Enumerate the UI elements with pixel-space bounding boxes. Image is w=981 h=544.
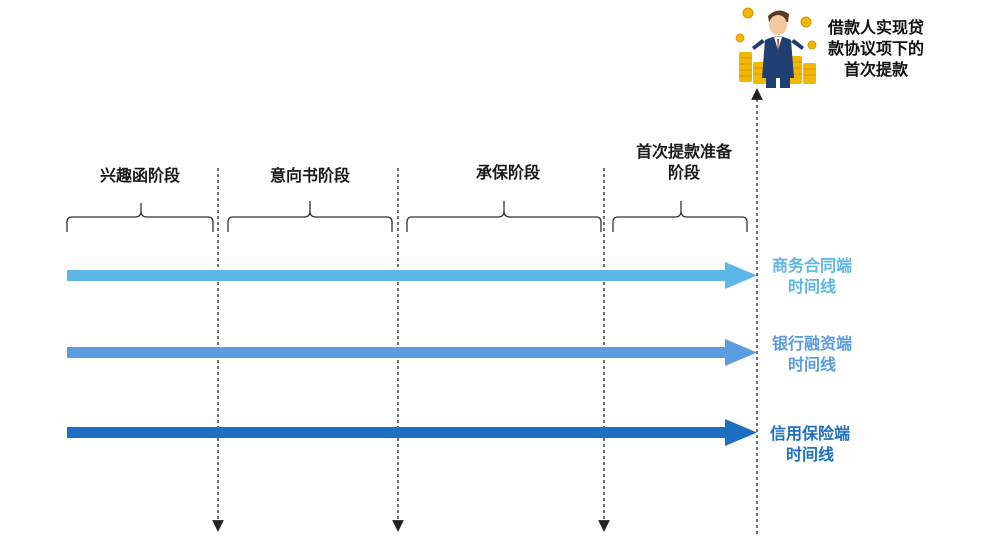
coin-stack-left-icon xyxy=(739,52,766,84)
phase-brace-3 xyxy=(406,201,602,232)
milestone-label-line-1: 借款人实现贷 xyxy=(827,18,924,37)
timeline-label-bank: 银行融资端 时间线 xyxy=(752,333,872,375)
coin-icon xyxy=(742,7,754,19)
timeline-label-text: 时间线 xyxy=(787,277,836,296)
timeline-arrow-bank xyxy=(67,339,757,366)
phase-label-text: 兴趣函阶段 xyxy=(99,166,180,185)
phase-label-interest-letter: 兴趣函阶段 xyxy=(80,165,200,186)
businessman-with-coins-icon xyxy=(735,7,817,88)
timeline-arrow-commercial xyxy=(67,262,757,289)
phase-label-text: 承保阶段 xyxy=(475,163,540,182)
milestone-label-line-2: 款协议项下的 xyxy=(827,39,924,58)
phase-label-text: 阶段 xyxy=(667,163,700,182)
timeline-label-text: 时间线 xyxy=(787,355,836,374)
timeline-label-text: 银行融资端 xyxy=(771,334,852,353)
businessman-figure-icon xyxy=(752,10,804,88)
phase-label-letter-of-intent: 意向书阶段 xyxy=(250,165,370,186)
timeline-label-text: 时间线 xyxy=(785,445,834,464)
phase-brace-4 xyxy=(612,201,748,232)
timeline-label-insurance: 信用保险端 时间线 xyxy=(750,423,870,465)
phase-brace-1 xyxy=(66,203,214,232)
timeline-label-commercial: 商务合同端 时间线 xyxy=(752,255,872,297)
timeline-arrow-insurance xyxy=(67,419,757,446)
phase-label-text: 首次提款准备 xyxy=(635,142,732,161)
timeline-label-text: 信用保险端 xyxy=(769,424,850,443)
milestone-label-line-3: 首次提款 xyxy=(843,60,908,79)
phase-label-text: 意向书阶段 xyxy=(269,166,350,185)
coin-icon xyxy=(807,40,817,50)
phase-label-underwriting: 承保阶段 xyxy=(448,162,568,183)
timeline-label-text: 商务合同端 xyxy=(771,256,852,275)
coin-icon xyxy=(800,16,812,28)
milestone-label: 借款人实现贷 款协议项下的 首次提款 xyxy=(806,17,946,80)
phase-brace-2 xyxy=(227,201,393,232)
coin-icon xyxy=(735,33,745,43)
phase-label-drawdown-preparation: 首次提款准备 阶段 xyxy=(614,141,754,183)
